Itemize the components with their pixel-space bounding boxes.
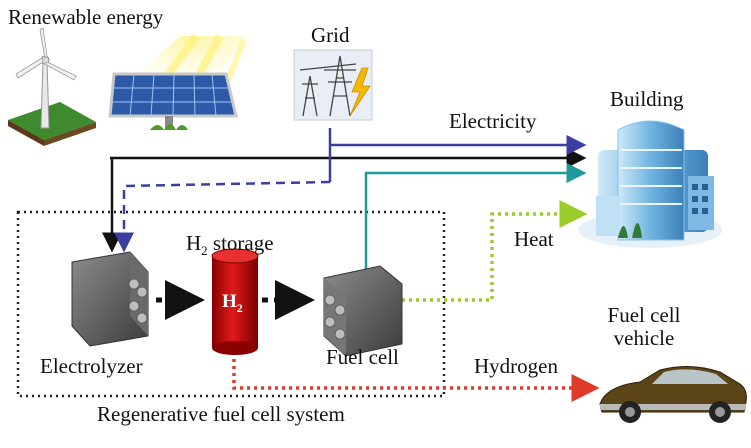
h2-tank-icon bbox=[211, 248, 259, 355]
solar-panel-icon bbox=[108, 33, 247, 130]
electrolyzer-label: Electrolyzer bbox=[40, 354, 143, 378]
building-label: Building bbox=[610, 87, 684, 111]
electricity-label: Electricity bbox=[449, 109, 537, 133]
tank-h2-label: H2 bbox=[222, 291, 243, 315]
fuelcell-to-building-line bbox=[364, 163, 587, 270]
hydrogen-line bbox=[232, 352, 600, 402]
fuel-cell-label: Fuel cell bbox=[326, 345, 399, 369]
heat-line bbox=[402, 200, 588, 302]
h2-storage-label: H2 storage bbox=[186, 231, 274, 259]
electrolyzer-icon bbox=[71, 251, 149, 347]
wind-turbine-icon bbox=[8, 27, 96, 146]
fuel-cell-icon bbox=[323, 265, 403, 357]
hydrogen-label: Hydrogen bbox=[474, 354, 558, 378]
grid-label: Grid bbox=[311, 23, 350, 47]
car-icon bbox=[599, 366, 747, 423]
building-icon bbox=[578, 120, 722, 248]
grid-to-electrolyzer-line bbox=[114, 180, 331, 253]
heat-label: Heat bbox=[514, 227, 554, 251]
system-label: Regenerative fuel cell system bbox=[97, 402, 345, 426]
power-grid-icon bbox=[293, 49, 373, 121]
renewable-energy-label: Renewable energy bbox=[8, 5, 164, 29]
system-boundary bbox=[16, 210, 446, 398]
